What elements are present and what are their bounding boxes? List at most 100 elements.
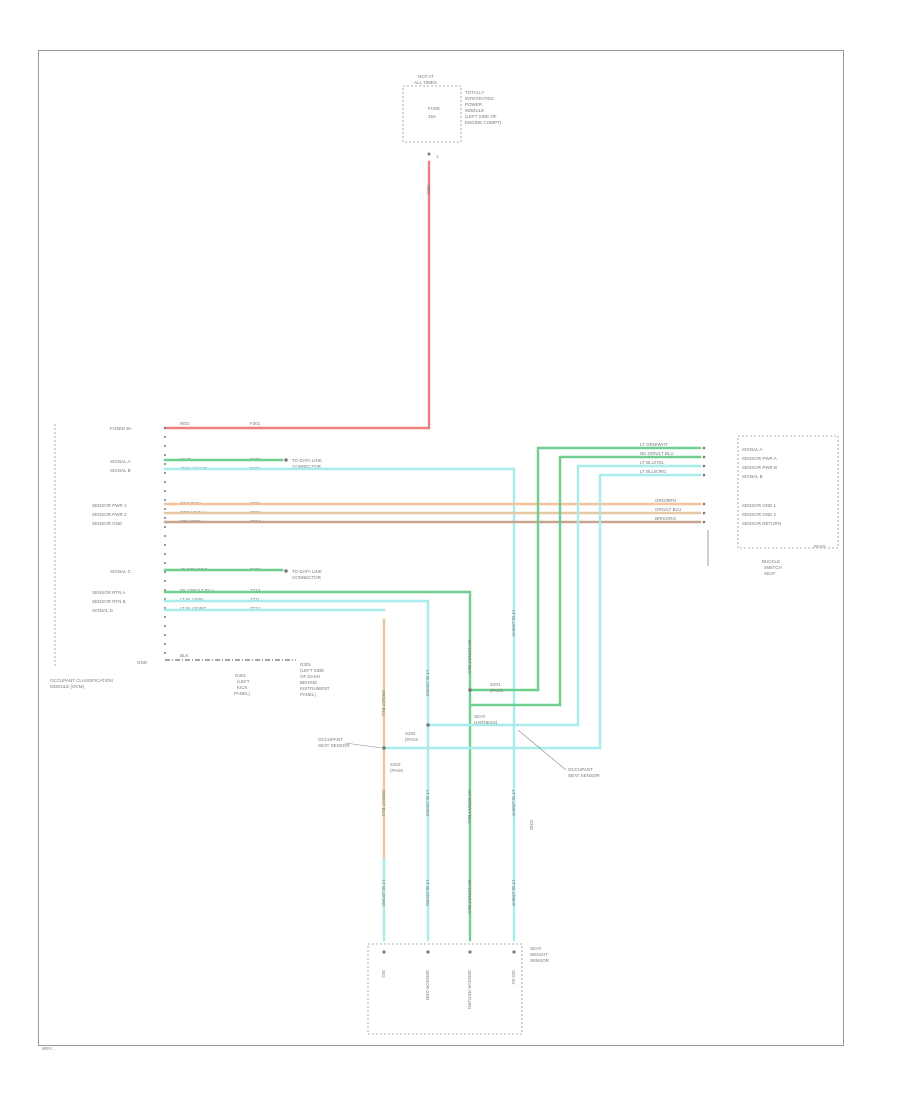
buckle-pin-dot bbox=[702, 473, 706, 477]
splice-s2-dot bbox=[426, 723, 430, 727]
ocm-pin-dot bbox=[164, 526, 166, 528]
bus-note-2a: TO DATA LINK bbox=[292, 569, 322, 574]
buckle-name-3: SEAT bbox=[764, 571, 776, 576]
fuse-block: HOT AT ALL TIMES FUSE 15A TOTALLY INTEGR… bbox=[402, 74, 502, 159]
seat-weight-sensor: SEAT WEIGHT SENSOR SIG SENSOR GND SENSOR… bbox=[367, 943, 550, 1035]
splice-s2-1: S202 bbox=[405, 731, 416, 736]
ocm-pin-dot bbox=[164, 499, 166, 501]
sensor-name-3: SENSOR bbox=[530, 958, 550, 963]
fuse-note-2: INTEGRATED bbox=[465, 96, 494, 101]
splice-s1-1: S201 bbox=[490, 682, 501, 687]
ocm-pin-dot bbox=[164, 535, 166, 537]
ocm-pin-dot bbox=[164, 580, 166, 582]
lbl-sig-d-wire: LT BLU/ORG bbox=[180, 606, 207, 611]
ocm-pin-dot bbox=[164, 508, 166, 510]
bus-note-1b: CONNECTOR bbox=[292, 464, 322, 469]
footer-code: W9Y... bbox=[42, 1046, 55, 1051]
buckle-pin-dot bbox=[702, 502, 706, 506]
splice-s2-2: (PASS bbox=[405, 737, 418, 742]
buckle-pin-5: SENSOR GND 1 bbox=[742, 503, 777, 508]
lbl-rtn-a-circuit: Z710 bbox=[250, 588, 261, 593]
splice-left-note-2: SEAT SENSOR bbox=[318, 743, 350, 748]
fuse-note-4: MODULE bbox=[465, 108, 484, 113]
buckle-pin-7: SENSOR RETURN bbox=[742, 521, 781, 526]
buckle-pin-dot bbox=[702, 446, 706, 450]
lbl-sig-d-circuit: Z712 bbox=[250, 606, 261, 611]
buckle-wire-7: BRN/ORG bbox=[655, 516, 677, 521]
splice-right-note-1: OCCUPANT bbox=[568, 767, 593, 772]
buckle-pin-3: SENSOR PWR B bbox=[742, 465, 777, 470]
ocm-pin-signal-d: SIGNAL D bbox=[92, 608, 114, 613]
buckle-name-1: BUCKLE bbox=[762, 559, 780, 564]
lbl-rtn-b-circuit: Z711 bbox=[250, 597, 260, 602]
fuse-block-title-1: HOT AT bbox=[418, 74, 434, 79]
buckle-wire-2: DK GRN/LT BLU bbox=[640, 451, 674, 456]
splice-left-note-1: OCCUPANT bbox=[318, 737, 343, 742]
fuse-note-5: (LEFT SIDE OF bbox=[465, 114, 497, 119]
ocm-pin-dot bbox=[164, 607, 166, 609]
ocm-pin-sensor-rtn-b: SENSOR RTN B bbox=[92, 599, 126, 604]
wire-sensor-rtn-b bbox=[163, 599, 430, 942]
wire-buckle-pwr-b bbox=[576, 464, 702, 727]
ground-end-6: PANEL) bbox=[300, 692, 316, 697]
vwire-label-1: ORG/LT BLU bbox=[381, 690, 386, 716]
splice-s4-1: SEAT bbox=[474, 714, 486, 719]
diagram-frame bbox=[38, 50, 844, 1046]
ground-end-5: INSTRUMENT bbox=[300, 686, 330, 691]
lbl-red-circuit: F301 bbox=[250, 421, 261, 426]
ocm-pin-dot bbox=[164, 490, 166, 492]
ground-end-3: OF DASH bbox=[300, 674, 320, 679]
buckle-pin-dot bbox=[702, 520, 706, 524]
wire-signal-b bbox=[163, 467, 516, 942]
vwire-label-2b: LT BLU/ORG bbox=[425, 790, 430, 817]
ocm-pin-dots bbox=[164, 427, 166, 654]
control-module-name-2: MODULE (OCM) bbox=[50, 684, 84, 689]
control-module: OCCUPANT CLASSIFICATION MODULE (OCM) FUS… bbox=[50, 424, 330, 697]
buckle-module: SIGNAL A SENSOR PWR A SENSOR PWR B SIGNA… bbox=[640, 435, 839, 576]
ocm-pin-sensor-pwr1: SENSOR PWR 1 bbox=[92, 503, 127, 508]
seat-weight-sensor-outline bbox=[367, 943, 523, 1035]
fuse-block-outline bbox=[402, 85, 462, 143]
vwire-label-3b: DK GRN/LT BLU bbox=[467, 790, 472, 824]
ocm-pin-dot bbox=[164, 445, 166, 447]
buckle-pin-dot bbox=[702, 455, 706, 459]
ocm-pin-dot bbox=[164, 643, 166, 645]
lbl-red-wire: RED bbox=[180, 421, 190, 426]
gnd-vertical-label: GND bbox=[529, 820, 534, 831]
ground-end-4: BEHIND bbox=[300, 680, 318, 685]
fuse-block-title-2: ALL TIMES bbox=[414, 80, 437, 85]
wire-red-label: RED bbox=[426, 185, 431, 195]
ocm-pin-dot bbox=[164, 436, 166, 438]
ocm-pin-dot bbox=[164, 544, 166, 546]
ocm-pin-dot bbox=[164, 463, 166, 465]
wire-buckle-sig-a bbox=[536, 446, 702, 692]
buckle-pin-6: SENSOR GND 2 bbox=[742, 512, 777, 517]
ground-note-3: KICK bbox=[237, 685, 248, 690]
ocm-pin-gnd: GND bbox=[137, 660, 148, 665]
wire-buckle-pwr-a bbox=[558, 455, 702, 707]
lbl-rtn-a-wire: DK GRN/LT BLU bbox=[180, 588, 214, 593]
buckle-wire-6: ORG/LT BLU bbox=[655, 507, 681, 512]
ocm-pin-dot bbox=[164, 454, 166, 456]
ocm-pin-dot bbox=[164, 562, 166, 564]
vwire-label-2: LT BLU/ORG bbox=[425, 670, 430, 697]
ocm-pin-dot bbox=[164, 652, 166, 654]
ocm-pin-dot bbox=[164, 634, 166, 636]
ground-note-4: PANEL) bbox=[234, 691, 250, 696]
fuse-label-2: 15A bbox=[428, 114, 436, 119]
vwire-label-4b: LT BLU/WHT bbox=[511, 790, 516, 817]
fuse-label-1: FUSE bbox=[428, 106, 440, 111]
splice-s3-dot bbox=[382, 746, 386, 750]
buckle-pin-dot bbox=[702, 464, 706, 468]
vwire-label-4c: LT BLU/WHT bbox=[511, 880, 516, 907]
ocm-pin-sensor-rtn-a: SENSOR RTN A bbox=[92, 590, 125, 595]
ocm-pin-dot bbox=[164, 616, 166, 618]
sensor-pin-4: SIG 5V bbox=[511, 970, 516, 985]
buckle-wire-4: LT BLU/ORG bbox=[640, 469, 667, 474]
ground-note-1: G301 bbox=[235, 673, 247, 678]
buckle-name-2: SWITCH bbox=[764, 565, 782, 570]
sensor-name-2: WEIGHT bbox=[530, 952, 548, 957]
buckle-pin-dots bbox=[702, 446, 706, 524]
buckle-wire-1: LT GRN/WHT bbox=[640, 442, 668, 447]
sensor-pin-2: SENSOR GND bbox=[425, 970, 430, 1001]
